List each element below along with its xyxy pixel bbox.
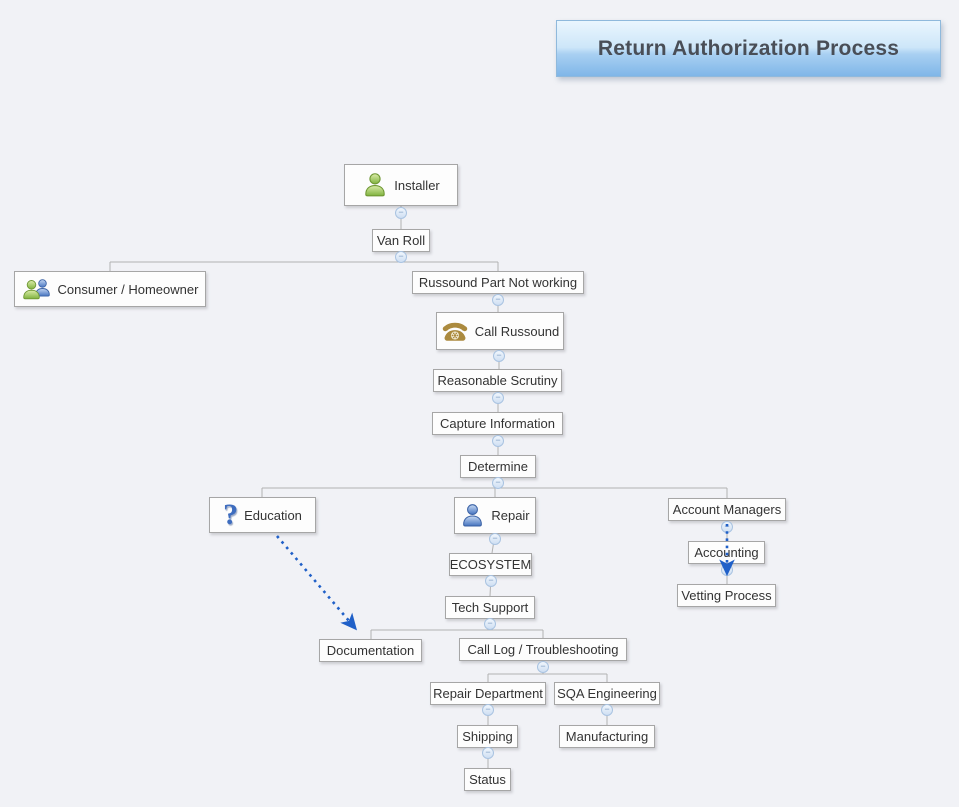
- minus-icon: −: [398, 207, 404, 217]
- node-label: Shipping: [462, 729, 513, 744]
- node-label: Reasonable Scrutiny: [437, 373, 558, 388]
- person-blue-icon: [460, 503, 485, 528]
- node-label: Vetting Process: [681, 588, 772, 603]
- node-shipping[interactable]: Shipping: [457, 725, 518, 748]
- node-label: ECOSYSTEM: [449, 557, 532, 572]
- node-account-managers[interactable]: Account Managers: [668, 498, 786, 521]
- minus-icon: −: [492, 533, 498, 543]
- node-sqa-engineering[interactable]: SQA Engineering: [554, 682, 660, 705]
- minus-icon: −: [398, 251, 404, 261]
- arrow-education-to-documentation: [276, 535, 358, 631]
- node-reasonable-scrutiny[interactable]: Reasonable Scrutiny: [433, 369, 562, 392]
- minus-icon: −: [496, 350, 502, 360]
- person-green-icon: [362, 172, 388, 198]
- node-label: Determine: [468, 459, 528, 474]
- node-consumer-homeowner[interactable]: Consumer / Homeowner: [14, 271, 206, 307]
- node-label: Van Roll: [376, 233, 426, 248]
- minus-icon: −: [485, 704, 491, 714]
- collapse-toggle[interactable]: −: [601, 704, 613, 716]
- node-label: Repair: [491, 508, 530, 523]
- node-label: Installer: [394, 177, 440, 193]
- node-label: Manufacturing: [565, 729, 649, 744]
- node-label: Account Managers: [672, 502, 782, 517]
- node-ecosystem[interactable]: ECOSYSTEM: [449, 553, 532, 576]
- collapse-toggle[interactable]: −: [492, 392, 504, 404]
- collapse-toggle[interactable]: −: [482, 704, 494, 716]
- minus-icon: −: [604, 704, 610, 714]
- minus-icon: −: [495, 477, 501, 487]
- node-vetting-process[interactable]: Vetting Process: [677, 584, 776, 607]
- node-documentation[interactable]: Documentation: [319, 639, 422, 662]
- node-capture-information[interactable]: Capture Information: [432, 412, 563, 435]
- collapse-toggle[interactable]: −: [395, 207, 407, 219]
- node-label: Consumer / Homeowner: [57, 281, 199, 297]
- collapse-toggle[interactable]: −: [485, 575, 497, 587]
- minus-icon: −: [724, 521, 730, 531]
- node-label: Repair Department: [433, 686, 543, 701]
- node-education[interactable]: ? Education: [209, 497, 316, 533]
- node-call-log-troubleshooting[interactable]: Call Log / Troubleshooting: [459, 638, 627, 661]
- minus-icon: −: [495, 435, 501, 445]
- minus-icon: −: [485, 747, 491, 757]
- collapse-toggle[interactable]: −: [537, 661, 549, 673]
- node-manufacturing[interactable]: Manufacturing: [559, 725, 655, 748]
- collapse-toggle[interactable]: −: [493, 350, 505, 362]
- minus-icon: −: [488, 575, 494, 585]
- collapse-toggle[interactable]: −: [484, 618, 496, 630]
- node-label: Education: [244, 507, 302, 523]
- collapse-toggle[interactable]: −: [482, 747, 494, 759]
- node-tech-support[interactable]: Tech Support: [445, 596, 535, 619]
- node-label: Russound Part Not working: [418, 275, 578, 290]
- node-van-roll[interactable]: Van Roll: [372, 229, 430, 252]
- question-mark-icon: ?: [223, 498, 239, 531]
- node-label: Documentation: [326, 643, 415, 658]
- minus-icon: −: [540, 661, 546, 671]
- node-accounting[interactable]: Accounting: [688, 541, 765, 564]
- minus-icon: −: [495, 392, 501, 402]
- telephone-icon: [441, 318, 469, 344]
- node-label: Call Russound: [474, 323, 560, 339]
- node-determine[interactable]: Determine: [460, 455, 536, 478]
- node-russound-part-not-working[interactable]: Russound Part Not working: [412, 271, 584, 294]
- node-repair-department[interactable]: Repair Department: [430, 682, 546, 705]
- collapse-toggle[interactable]: −: [492, 477, 504, 489]
- collapse-toggle[interactable]: −: [721, 521, 733, 533]
- node-label: Accounting: [694, 545, 759, 560]
- people-group-icon: [22, 276, 52, 302]
- diagram-title[interactable]: Return Authorization Process: [556, 20, 941, 77]
- node-label: Tech Support: [451, 600, 529, 615]
- node-status[interactable]: Status: [464, 768, 511, 791]
- collapse-toggle[interactable]: −: [395, 251, 407, 263]
- diagram-title-label: Return Authorization Process: [597, 36, 900, 60]
- minus-icon: −: [495, 294, 501, 304]
- collapse-toggle[interactable]: −: [492, 294, 504, 306]
- minus-icon: −: [487, 618, 493, 628]
- collapse-toggle[interactable]: −: [489, 533, 501, 545]
- collapse-toggle[interactable]: −: [492, 435, 504, 447]
- collapse-toggle[interactable]: −: [721, 564, 733, 576]
- node-label: Capture Information: [440, 416, 555, 431]
- node-label: Call Log / Troubleshooting: [467, 642, 619, 657]
- node-label: Status: [469, 772, 506, 787]
- node-installer[interactable]: Installer: [344, 164, 458, 206]
- node-call-russound[interactable]: Call Russound: [436, 312, 564, 350]
- node-repair[interactable]: Repair: [454, 497, 536, 534]
- node-label: SQA Engineering: [557, 686, 657, 701]
- minus-icon: −: [724, 564, 730, 574]
